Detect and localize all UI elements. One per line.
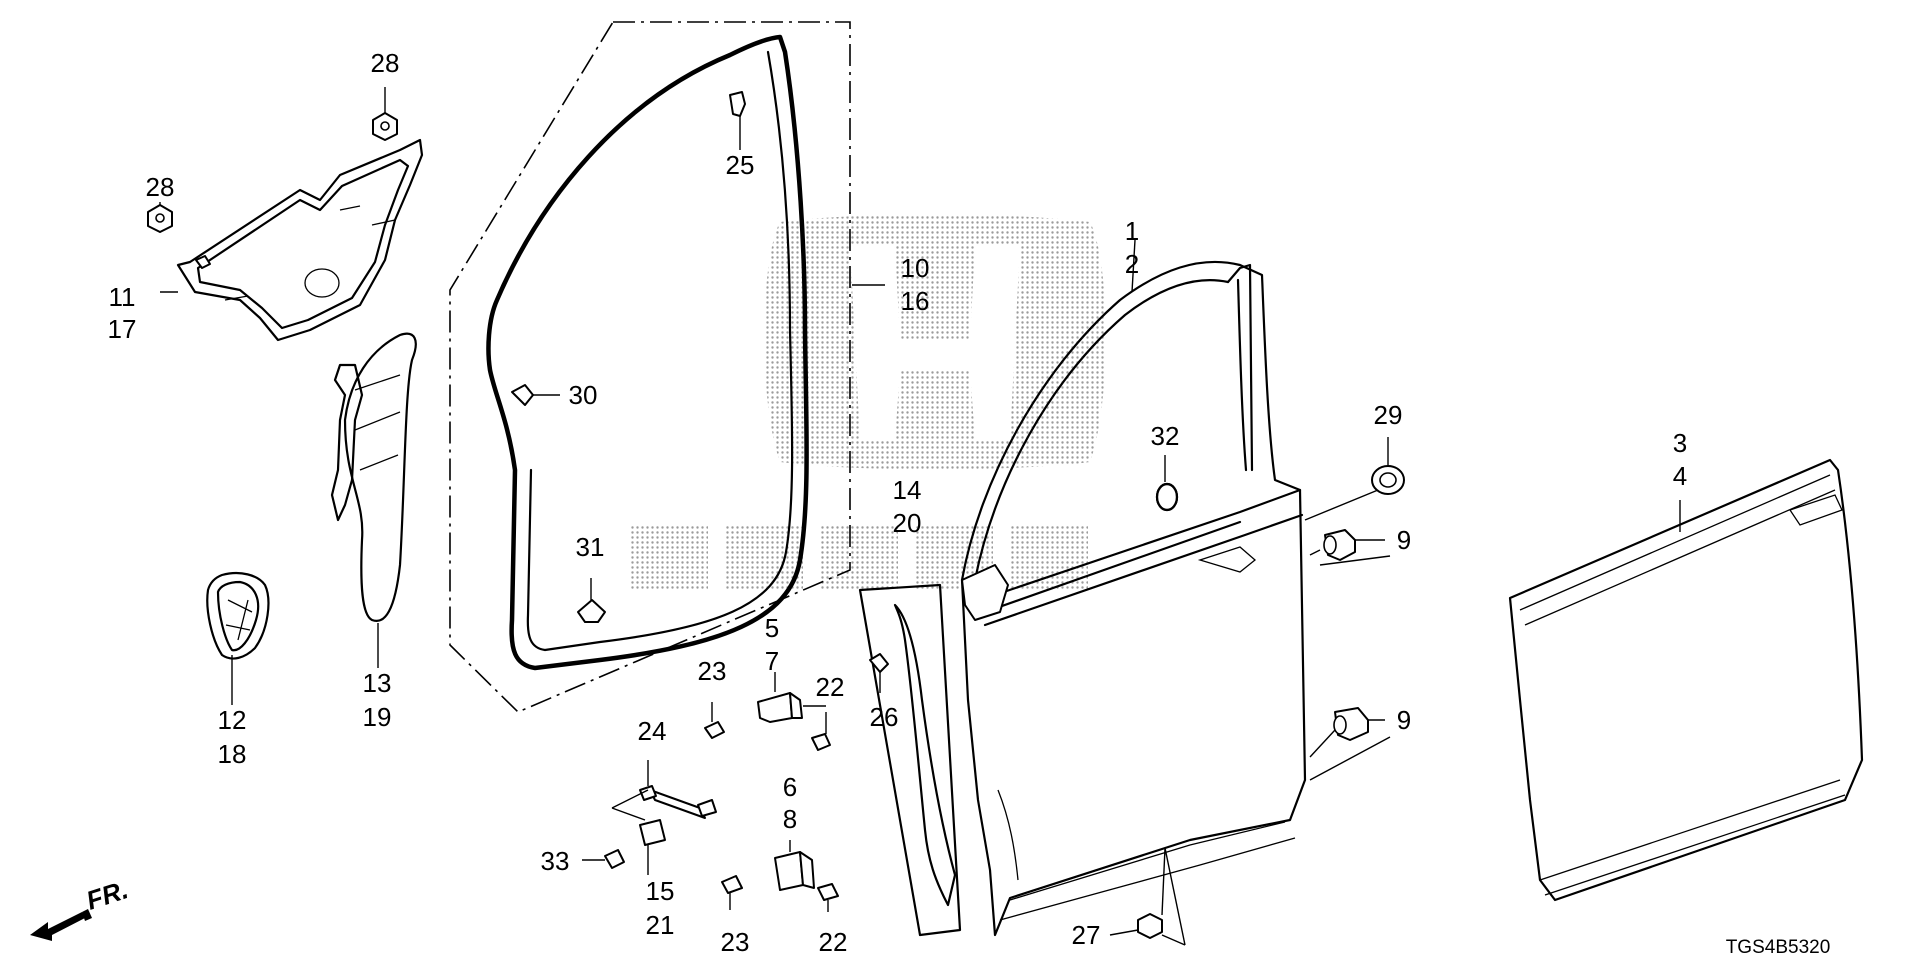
- callout-8: 8: [783, 804, 797, 834]
- callout-22-upper: 22: [816, 672, 845, 702]
- callout-21: 21: [646, 910, 675, 940]
- nut-28-left: [147, 202, 173, 233]
- upper-hinge-5-7: [757, 672, 826, 723]
- clip-31: [577, 578, 606, 623]
- nut-27: [1109, 847, 1186, 946]
- callout-19: 19: [363, 702, 392, 732]
- door-checker-15-21: [611, 760, 717, 875]
- bolt-33: [582, 849, 625, 869]
- door-weatherstrip: [486, 34, 809, 671]
- door-sash-molding-13: [330, 332, 417, 668]
- callout-31: 31: [576, 532, 605, 562]
- grommet-29: [1304, 437, 1405, 521]
- door-skin-3-4: [1508, 458, 1864, 902]
- nut-28-top: [372, 87, 398, 141]
- bolt-23-upper: [704, 702, 725, 739]
- callout-1: 1: [1125, 216, 1139, 246]
- brand-wordmark-watermark: [630, 525, 1088, 590]
- callout-23-upper: 23: [698, 656, 727, 686]
- callout-9-lower: 9: [1397, 705, 1411, 735]
- callout-16: 16: [901, 286, 930, 316]
- clip-25: [729, 91, 746, 150]
- callout-6: 6: [783, 772, 797, 802]
- callout-12: 12: [218, 705, 247, 735]
- lower-hinge-6-8: [774, 840, 815, 891]
- grommet-26: [869, 653, 889, 693]
- plug-9-lower: [1309, 707, 1391, 781]
- plug-9-upper: [1309, 529, 1391, 566]
- callout-15: 15: [646, 876, 675, 906]
- door-check-cover-12: [206, 571, 270, 705]
- door-lining: [160, 138, 424, 342]
- glass-run-14-20: [858, 583, 962, 937]
- callout-32: 32: [1151, 421, 1180, 451]
- callout-33: 33: [541, 846, 570, 876]
- callout-3: 3: [1673, 428, 1687, 458]
- callout-18: 18: [218, 739, 247, 769]
- callout-10: 10: [901, 253, 930, 283]
- callout-25: 25: [726, 150, 755, 180]
- bolt-22-upper: [811, 712, 831, 751]
- callout-24: 24: [638, 716, 667, 746]
- plug-32: [1155, 455, 1179, 512]
- callout-30: 30: [569, 380, 598, 410]
- callout-11: 11: [109, 282, 136, 312]
- callout-28-left: 28: [146, 172, 175, 202]
- callout-20: 20: [893, 508, 922, 538]
- front-direction-arrow: [30, 909, 92, 941]
- bolt-23-lower: [721, 875, 743, 910]
- diagram-code: TGS4B5320: [1726, 937, 1831, 958]
- callout-22-lower: 22: [819, 927, 848, 957]
- callout-9-upper: 9: [1397, 525, 1411, 555]
- callout-26: 26: [870, 702, 899, 732]
- callout-4: 4: [1673, 461, 1687, 491]
- callout-2: 2: [1125, 249, 1139, 279]
- callout-17: 17: [108, 314, 137, 344]
- front-door-assembly: [960, 239, 1307, 937]
- bolt-22-lower: [817, 883, 839, 912]
- callout-28-top: 28: [371, 48, 400, 78]
- callout-23-lower: 23: [721, 927, 750, 957]
- weatherstrip-group-outline: [449, 21, 851, 713]
- callout-5: 5: [765, 613, 779, 643]
- clip-30: [511, 384, 560, 406]
- callout-27: 27: [1072, 920, 1101, 950]
- callout-13: 13: [363, 668, 392, 698]
- front-direction-label: FR.: [83, 874, 132, 915]
- callout-29: 29: [1374, 400, 1403, 430]
- callout-7: 7: [765, 646, 779, 676]
- callout-14: 14: [893, 475, 922, 505]
